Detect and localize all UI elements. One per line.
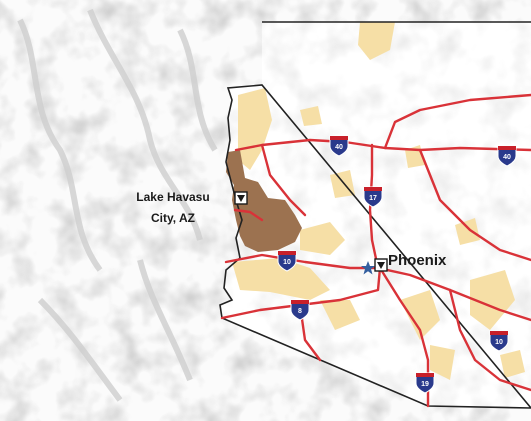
interstate-shield-i10-east: 10	[489, 330, 509, 352]
brown-region	[226, 150, 302, 252]
star-icon	[361, 261, 375, 275]
svg-text:17: 17	[369, 195, 377, 202]
interstate-shield-i40-east: 40	[497, 145, 517, 167]
highway-southeast	[448, 288, 531, 392]
lake-havasu-label-line1: Lake Havasu	[136, 190, 210, 204]
svg-text:10: 10	[283, 259, 291, 266]
svg-text:40: 40	[503, 154, 511, 161]
highway-north-branch	[383, 93, 531, 150]
triangle-marker-icon	[234, 191, 248, 205]
svg-text:8: 8	[298, 308, 302, 315]
highway-east	[418, 148, 531, 262]
interstate-shield-i19: 19	[415, 372, 435, 394]
highway-west-branch	[233, 208, 264, 222]
svg-text:40: 40	[335, 144, 343, 151]
svg-text:19: 19	[421, 381, 429, 388]
state-border	[219, 21, 531, 409]
svg-text:10: 10	[495, 339, 503, 346]
interstate-shield-i17: 17	[363, 186, 383, 208]
tan-land-areas	[232, 22, 525, 380]
lake-havasu-label: Lake Havasu City, AZ	[118, 187, 228, 229]
phoenix-label: Phoenix	[388, 252, 447, 269]
lake-havasu-label-line2: City, AZ	[151, 211, 195, 225]
highway-i8	[220, 266, 382, 320]
mountain-ridges	[17, 8, 218, 402]
interstate-shield-i10-west: 10	[277, 250, 297, 272]
highway-i17	[368, 143, 380, 270]
triangle-marker-icon	[374, 258, 388, 272]
highway-i40	[234, 138, 531, 152]
interstate-shield-i40-west: 40	[329, 135, 349, 157]
interstate-shield-i8: 8	[290, 299, 310, 321]
interstate-shields: 40 40 17 10 8	[277, 135, 517, 394]
highway-central	[260, 143, 307, 217]
